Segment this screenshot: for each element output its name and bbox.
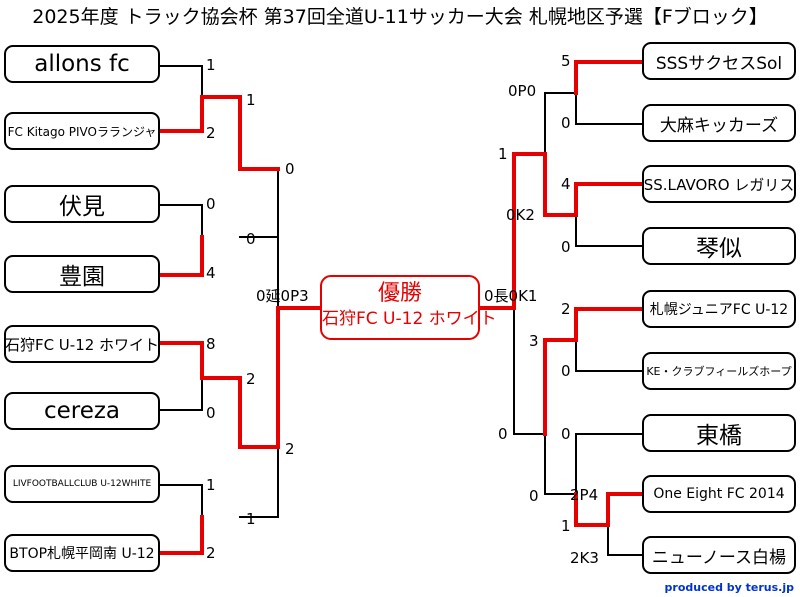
bracket-line	[512, 152, 578, 217]
score: 0	[561, 114, 571, 132]
team-box: 石狩FC U-12 ホワイト	[4, 325, 160, 363]
score: 1	[561, 517, 571, 535]
score: 0	[246, 230, 256, 248]
score: 4	[206, 264, 216, 282]
bracket-line	[158, 95, 204, 133]
bracket-line	[574, 60, 644, 95]
score: 0K2	[506, 206, 535, 224]
bracket-line	[239, 446, 279, 518]
score: 3	[529, 332, 539, 350]
score: 1	[246, 510, 256, 528]
bracket-line	[607, 524, 643, 556]
score: 0	[561, 362, 571, 380]
team-box: 大麻キッカーズ	[642, 104, 796, 142]
bracket-line	[574, 307, 644, 342]
bracket-line	[574, 492, 644, 527]
score: 2	[285, 440, 295, 458]
champion-box: 優勝 石狩FC U-12 ホワイト	[320, 275, 497, 340]
bracket-line	[544, 92, 577, 155]
team-box: 豊園	[4, 255, 160, 293]
team-box: FC Kitago PIVOラランジャ	[4, 112, 160, 150]
team-box: cereza	[4, 392, 160, 430]
bracket-line	[574, 182, 644, 217]
bracket-line	[200, 376, 242, 449]
bracket-line	[159, 65, 203, 98]
page-title: 2025年度 トラック協会杯 第37回全道U-11サッカー大会 札幌地区予選【F…	[32, 6, 768, 28]
score: 2	[246, 370, 256, 388]
score: 0	[498, 425, 508, 443]
score: 0P0	[508, 82, 537, 100]
bracket-line	[200, 95, 242, 171]
champion-label: 優勝	[377, 281, 422, 306]
score: 8	[206, 335, 216, 353]
team-box: allons fc	[4, 45, 160, 83]
bracket-line	[575, 339, 643, 372]
bracket-line	[158, 235, 204, 277]
team-box: KE・クラブフィールズホープ	[642, 352, 796, 390]
score: 0長0K1	[484, 287, 538, 305]
score: 2	[561, 300, 571, 318]
team-box: SS.LAVORO レガリス	[642, 165, 796, 203]
score: 0	[561, 425, 571, 443]
score: 1	[246, 91, 256, 109]
bracket-line	[575, 433, 643, 495]
bracket-line	[158, 515, 204, 555]
team-box: One Eight FC 2014	[642, 475, 796, 513]
bracket-line	[158, 341, 204, 380]
team-box: 東橋	[642, 414, 796, 452]
bracket-line	[575, 214, 643, 247]
team-box: BTOP札幌平岡南 U-12	[4, 534, 160, 572]
bracket-line	[159, 484, 203, 518]
score: 1	[498, 145, 508, 163]
score: 1	[206, 56, 216, 74]
bracket-line	[478, 152, 516, 310]
score: 5	[561, 52, 571, 70]
score: 4	[561, 175, 571, 193]
team-box: LIVFOOTBALLCLUB U-12WHITE	[4, 465, 160, 503]
score: 2	[206, 124, 216, 142]
bracket-line	[575, 92, 643, 125]
bracket-line	[159, 204, 203, 238]
team-box: 琴似	[642, 227, 796, 265]
team-box: 伏見	[4, 185, 160, 223]
bracket-line	[513, 433, 546, 495]
score: 1	[206, 476, 216, 494]
bracket-line	[238, 306, 322, 449]
team-box: ニューノース白楊	[642, 536, 796, 574]
score: 2	[206, 544, 216, 562]
score: 0	[561, 238, 571, 256]
score: 0	[206, 195, 216, 213]
score: 0	[285, 160, 295, 178]
bracket-line	[239, 168, 279, 238]
score: 2K3	[570, 549, 599, 567]
credit-link[interactable]: produced by terus.jp	[664, 581, 794, 594]
score: 0	[206, 404, 216, 422]
champion-name: 石狩FC U-12 ホワイト	[322, 309, 497, 329]
score: 0	[529, 487, 539, 505]
bracket-line	[159, 377, 203, 411]
team-box: 札幌ジュニアFC U-12	[642, 290, 796, 328]
team-box: SSSサクセスSol	[642, 42, 796, 80]
score: 0延0P3	[256, 287, 309, 305]
bracket-line	[543, 338, 578, 436]
score: 2P4	[570, 486, 599, 504]
